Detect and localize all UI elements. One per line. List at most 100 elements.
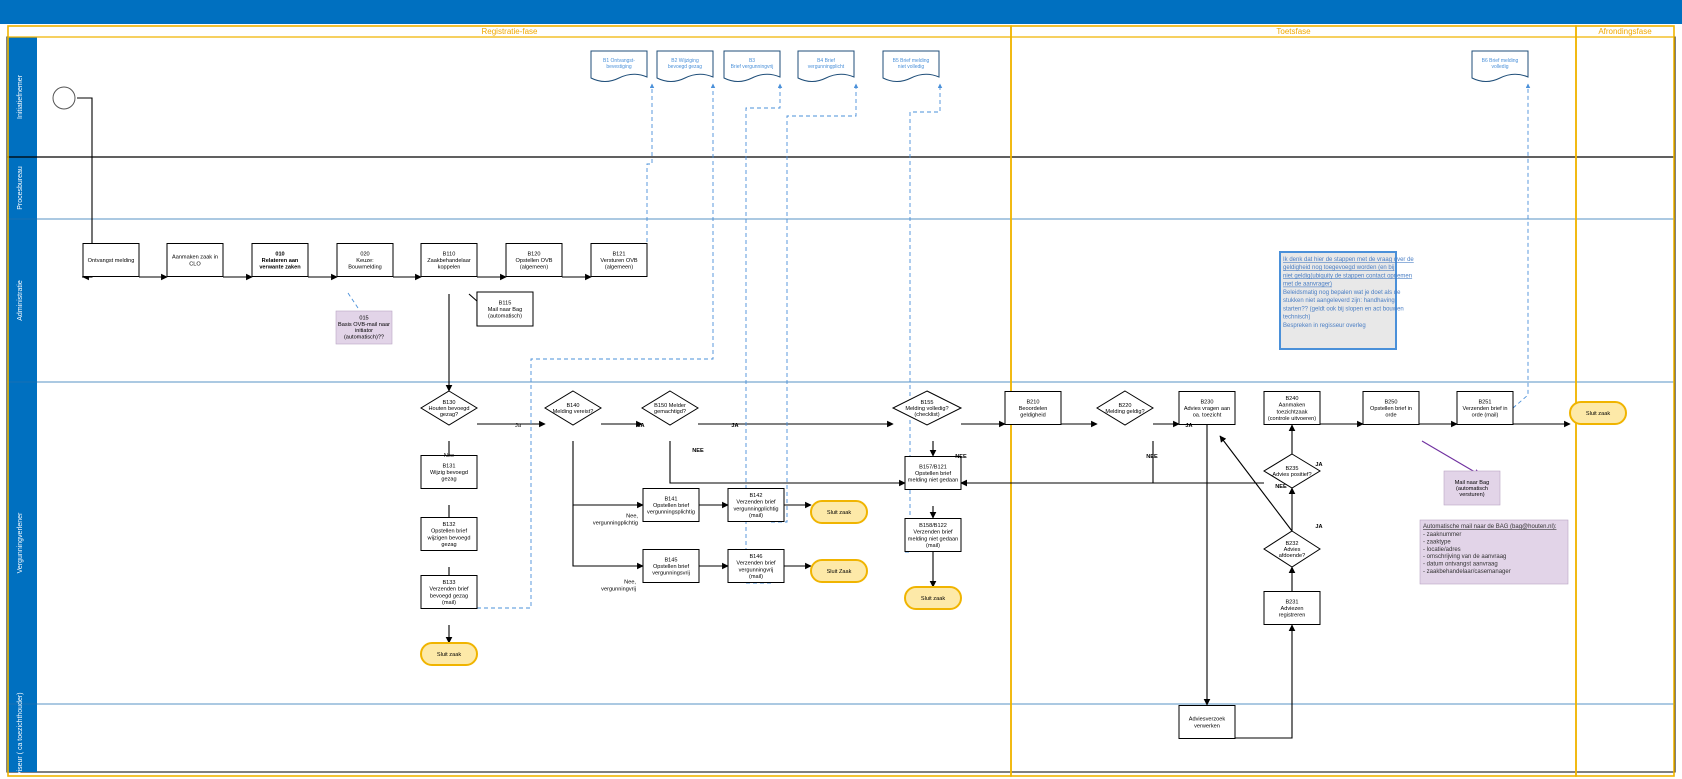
end-t_b158: [904, 586, 962, 610]
edge-label-e_nee1: Nee: [444, 453, 454, 459]
lane-vergunningverlener-label: Vergunningverlener: [17, 512, 24, 573]
task-n_b158-label-line: B158/B122: [919, 523, 947, 529]
edge-label-e_vvrij-line: vergunningvrij: [601, 586, 636, 592]
task-n_b157-label-line: B157/B121: [919, 464, 947, 470]
task-n_b141-label-line: Opstellen brief: [653, 503, 690, 509]
task-n_b132-label-line: B132: [442, 522, 455, 528]
end-t_end: [1569, 401, 1627, 425]
task-n_b131-label-line: gezag: [441, 477, 456, 483]
task-n_b115-label-line: (automatisch): [488, 314, 522, 320]
gateway-g_b220-label-line: Melding geldig?: [1105, 409, 1144, 415]
edge-label-e_ja1: Ja: [515, 423, 522, 429]
task-n_b146-label-line: B146: [749, 554, 762, 560]
end-t_b133-label: Sluit zaak: [437, 652, 461, 658]
task-n_b131: [420, 455, 478, 489]
doc-link-b4: [771, 83, 859, 523]
note-015-label-line: Basis OVB-mail naar: [338, 322, 390, 328]
gateway-g_b140: [544, 390, 602, 426]
task-n_b145-label-line: B145: [664, 557, 677, 563]
edge-label-e_ja4: JA: [1185, 423, 1192, 429]
doc-link-b2: [477, 83, 716, 609]
comment-note-line: Beleidsmatig nog bepalen wat je doet als…: [1283, 290, 1401, 296]
task-n_b251: [1456, 391, 1514, 425]
lane-initiatiefnemer-label: Initiatiefnemer: [17, 74, 24, 119]
comment-note-link-line: met de aanvrager): [1283, 282, 1332, 288]
document-d5-label-line: B5 Brief melding: [893, 58, 930, 64]
task-n_b145-label-line: Opstellen brief: [653, 564, 690, 570]
task-n_010-label-line: verwante zaken: [259, 265, 301, 271]
gateway-g_b220: [1096, 390, 1154, 426]
edge-label-e_nee2: NEE: [692, 448, 704, 454]
edge-label-e_vplicht-line: vergunningplichtig: [593, 520, 638, 526]
phase-registratie-label: Registratie-fase: [481, 27, 538, 36]
task-n_b250: [1362, 391, 1420, 425]
task-n_b115: [476, 291, 534, 327]
task-n_b251-label-line: Verzenden brief in: [1462, 406, 1507, 412]
lane-adviseur-header: [7, 704, 37, 772]
task-n_b231-label-line: B231: [1285, 599, 1298, 605]
gateway-g_b232: [1263, 530, 1321, 568]
flow-b250-mailbag: [1421, 440, 1481, 476]
note-015: [335, 310, 393, 345]
document-d1-label-line: bevestiging: [606, 64, 632, 70]
task-n_ontvangst-label-line: Ontvangst melding: [88, 258, 135, 264]
task-n_b120-label-line: (algemeen): [520, 265, 548, 271]
pool-border: [6, 36, 1676, 773]
document-d1-label: B1 Ontvangst-bevestiging: [603, 58, 635, 70]
task-n_aanmaken-label-line: CLO: [189, 261, 201, 267]
note-bag-mail-item: - datum ontvangst aanvraag: [1423, 562, 1498, 568]
note-015-label-line: 015: [359, 316, 368, 322]
task-n_b110-label-line: Zaakbehandelaar: [427, 258, 471, 264]
gateway-g_b150-label-line: gemachtigd?: [654, 409, 686, 415]
comment-note-link-line: niet geldig(ubiquity de stappen contact …: [1283, 273, 1412, 279]
task-n_b230-label-line: B230: [1200, 399, 1213, 405]
gateway-g_b150-label-line: B150 Melder: [654, 403, 686, 409]
edge-label-e_nee5: NEE: [1275, 484, 1287, 490]
task-n_b133-label-line: B133: [442, 580, 455, 586]
task-n_b120-label-line: B120: [527, 251, 540, 257]
task-n_b121-label-line: (algemeen): [605, 265, 633, 271]
flow-b140-b145: [572, 505, 644, 570]
gateway-g_b232-label-line: afdoende?: [1279, 553, 1305, 559]
task-n_b250-label-line: B250: [1384, 399, 1397, 405]
edge-label-e_vvrij: Nee,vergunningvrij: [601, 580, 636, 593]
task-n_b157: [904, 456, 962, 490]
edge-label-e_nee4: NEE: [1146, 454, 1158, 460]
document-d3-label-line: B3: [749, 58, 755, 64]
lane-procesbureau-header: [7, 157, 37, 219]
task-n_b142-label-line: B142: [749, 493, 762, 499]
document-d1-label-line: B1 Ontvangst-: [603, 58, 635, 64]
task-n_b132-label-line: gezag: [441, 542, 456, 548]
task-n_b132: [420, 517, 478, 551]
task-n_b131-label-line: Wijzig bevoegd: [430, 470, 468, 476]
end-t_b146-label: Sluit Zaak: [827, 569, 852, 575]
edge-label-e_vplicht-line: Nee,: [626, 514, 638, 520]
flow-b232-b230: [1219, 435, 1293, 532]
task-n_b240-label-line: toezichtzaak: [1276, 409, 1307, 415]
task-n_b141: [642, 488, 700, 522]
task-n_b231-label-line: registreren: [1279, 613, 1306, 619]
lane-procesbureau-label: Procesbureau: [17, 166, 24, 210]
document-d4-label-line: B4 Brief: [817, 58, 835, 64]
start-event: [52, 86, 76, 110]
document-d5: [882, 50, 940, 82]
lane-administratie-label: Administratie: [17, 280, 24, 321]
task-n_b250-label-line: Opstellen brief in: [1370, 406, 1412, 412]
lane-adviseur-label: Adviseur ( ca toezichthouder): [17, 692, 24, 779]
task-n_b230-label-line: Advies vragen aan: [1184, 406, 1230, 412]
note-bag-mail-item: - omschrijving van de aanvraag: [1423, 554, 1506, 560]
note-015-label-line: (automatisch)??: [344, 334, 384, 340]
task-n_b210-label-line: Beoordelen: [1019, 406, 1048, 412]
